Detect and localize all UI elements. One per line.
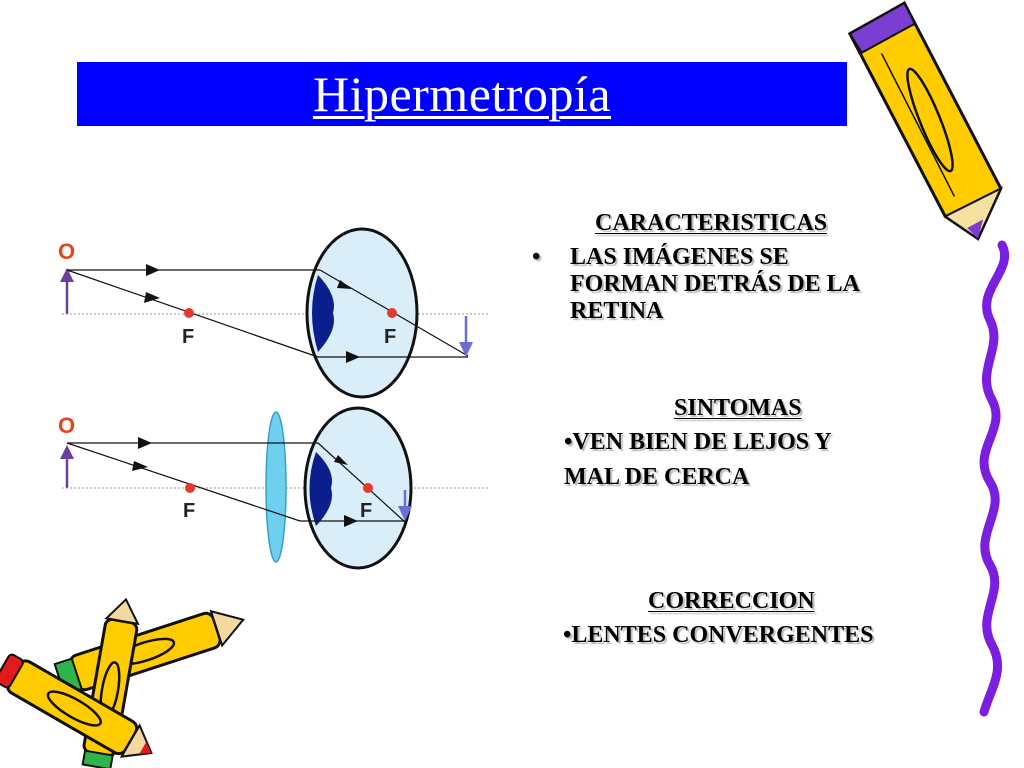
image-arrow-icon: [398, 490, 412, 521]
eye-lens: [309, 452, 332, 526]
correccion-heading: CORRECCION: [648, 588, 815, 614]
eye-icon: [305, 227, 419, 399]
focus-label-right: F: [360, 500, 372, 522]
crayons-icon: [0, 597, 245, 768]
caracteristicas-line-1: LAS IMÁGENES SE: [570, 244, 789, 270]
convergent-lens-icon: [265, 411, 287, 563]
image-arrow-icon: [459, 316, 473, 357]
eye-lens: [312, 275, 334, 352]
squiggle-line: [979, 240, 1009, 717]
object-arrow-icon: [60, 268, 74, 314]
caracteristicas-heading: CARACTERISTICAS: [595, 210, 828, 236]
object-label: O: [58, 239, 75, 264]
focal-point: [184, 308, 194, 318]
diagram-uncorrected: O F F: [58, 227, 488, 399]
sintomas-line-1: •VEN BIEN DE LEJOS Y: [564, 429, 832, 455]
diagram-corrected: O F F: [58, 406, 488, 570]
slide-title: Hipermetropía: [312, 66, 612, 122]
object-label: O: [58, 413, 75, 438]
caracteristicas-line-2: FORMAN DETRÁS DE LA: [570, 271, 861, 297]
sintomas-line-2: MAL DE CERCA: [564, 464, 750, 490]
title-bar: Hipermetropía: [77, 62, 847, 126]
focal-point: [387, 308, 397, 318]
bullet-marker: •: [532, 244, 541, 270]
focus-label-left: F: [182, 326, 194, 348]
caracteristicas-line-3: RETINA: [570, 298, 664, 324]
focus-label-left: F: [183, 500, 195, 522]
focal-point: [185, 483, 195, 493]
focal-ray: [66, 442, 301, 522]
sintomas-heading: SINTOMAS: [674, 395, 802, 421]
focal-point: [363, 483, 373, 493]
correccion-line: •LENTES CONVERGENTES: [563, 622, 874, 648]
pencil-icon: [847, 1, 1003, 241]
focus-label-right: F: [384, 326, 396, 348]
eye-icon: [303, 406, 413, 570]
object-arrow-icon: [60, 445, 74, 488]
